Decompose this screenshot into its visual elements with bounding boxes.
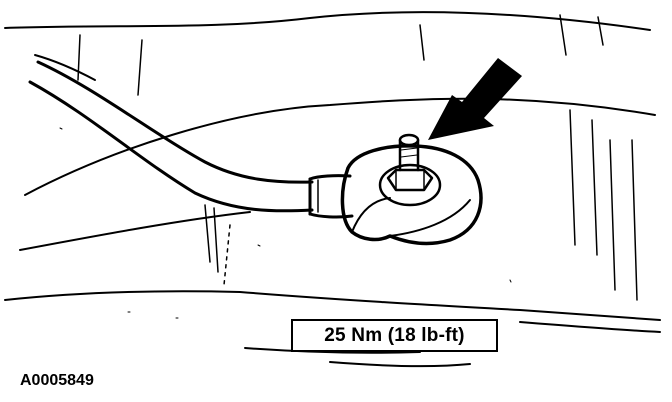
torque-spec-label: 25 Nm (18 lb-ft) xyxy=(291,319,498,352)
arrow-icon xyxy=(428,58,522,140)
hex-bolt xyxy=(386,133,434,192)
knock-sensor-body xyxy=(340,144,483,246)
figure-id: A0005849 xyxy=(20,372,94,389)
sensor-wire xyxy=(28,54,314,213)
texture-specks xyxy=(59,127,512,319)
engine-block-outline xyxy=(4,11,661,368)
casting-ribs xyxy=(77,14,638,301)
